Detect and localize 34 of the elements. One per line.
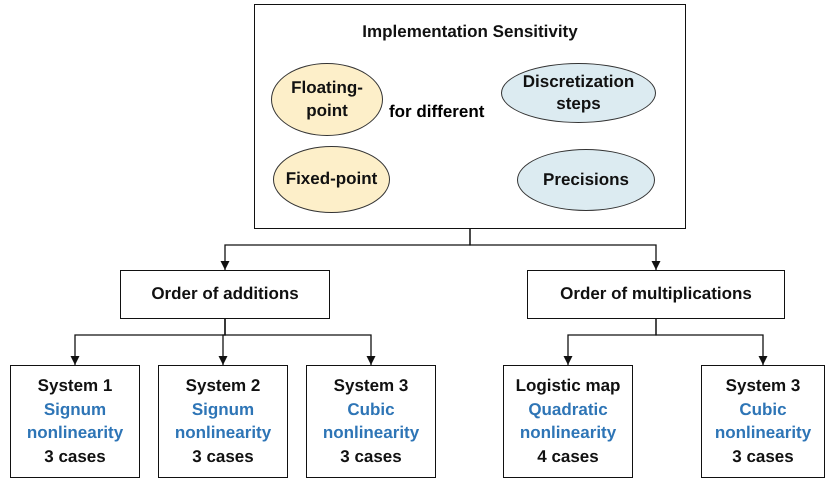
system-name: System 2 [186,375,260,398]
case-count: 3 cases [44,446,106,468]
node-label: Precisions [543,168,629,191]
system-name: System 3 [726,375,800,398]
case-count: 3 cases [192,446,254,468]
nonlinearity-type: Cubic nonlinearity [322,399,420,444]
node-label: Floating-point [290,77,364,122]
nonlinearity-type: Signum nonlinearity [174,399,272,444]
nonlinearity-type: Quadratic nonlinearity [518,399,618,444]
case-count: 3 cases [340,446,402,468]
node-label: Implementation Sensitivity [362,21,578,43]
process-box [158,365,288,478]
process-box [527,270,785,319]
case-count: 3 cases [732,446,794,468]
connector-text: for different [389,102,484,122]
node-label: Order of additions [151,283,299,306]
nonlinearity-type: Signum nonlinearity [26,399,124,444]
process-box [503,365,633,478]
process-box [120,270,330,319]
process-box [254,4,686,229]
node-label: Discretization steps [522,70,636,115]
nonlinearity-type: Cubic nonlinearity [714,399,812,444]
arrow [224,319,376,365]
arrow [655,319,768,365]
process-box [306,365,436,478]
process-box [701,365,825,478]
arrow [469,229,661,270]
node-label: Fixed-point [286,168,378,190]
system-name: System 3 [334,375,408,398]
system-name: Logistic map [516,375,620,398]
case-count: 4 cases [537,446,599,468]
process-box [10,365,140,478]
node-label: Order of multiplications [560,283,752,306]
system-name: System 1 [38,375,112,398]
